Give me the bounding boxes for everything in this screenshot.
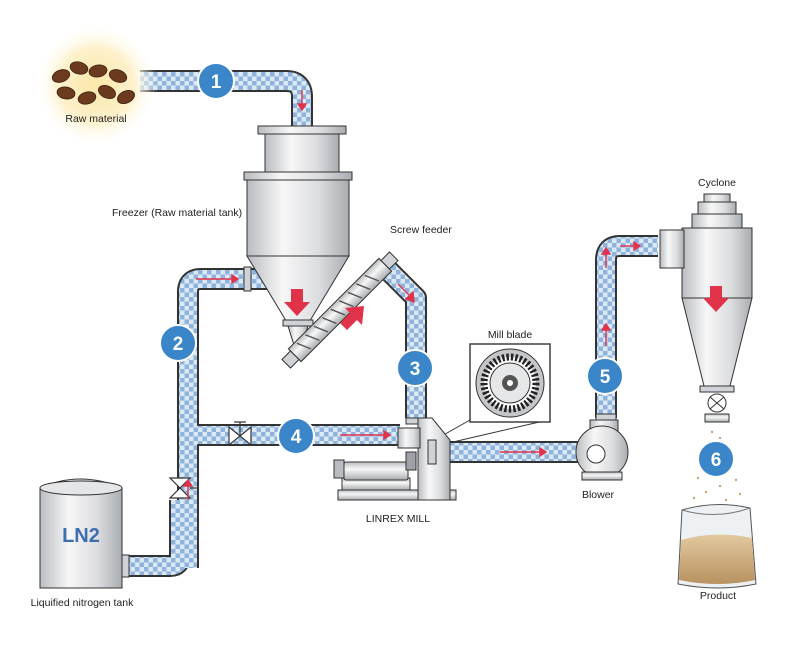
valve-icon [707,393,727,413]
ln2-label: LN2 [62,525,100,547]
step-number: 4 [291,427,302,448]
cyclone [659,193,753,423]
step-badge: 3 [396,349,434,387]
linrex-mill-label: LINREX MILL [366,513,430,525]
flow-arrow-icon [182,90,642,500]
step-badge: 1 [197,62,235,100]
step-number: 6 [711,450,722,471]
mill-blade-inset [439,343,551,446]
blower [575,419,629,481]
raw-material: Raw material [34,23,158,147]
step-number: 2 [173,334,184,355]
valve-icon [168,477,199,499]
step-badge: 2 [159,324,197,362]
screw-feeder-label: Screw feeder [390,224,452,236]
product-label: Product [700,590,736,602]
coffee-bean-icon [51,61,135,105]
ln2-tank-label: Liquified nitrogen tank [31,597,134,609]
flow-arrow-icon [284,286,729,330]
cyclone-label: Cyclone [698,177,736,189]
step-badge: 4 [277,417,315,455]
step-number: 3 [410,359,421,380]
product-bag [677,503,757,589]
screw-feeder [281,251,399,369]
raw-material-label: Raw material [65,113,126,125]
freezer-label: Freezer (Raw material tank) [112,207,242,219]
step-number: 1 [211,72,222,93]
step-badge: 5 [586,357,624,395]
step-number: 5 [600,367,611,388]
linrex-mill [333,417,457,501]
step-badge: 6 [697,440,735,478]
blower-label: Blower [582,489,615,501]
mill-blade-label: Mill blade [488,329,533,341]
valve-icon [228,421,252,447]
ln2-tank [39,478,123,589]
